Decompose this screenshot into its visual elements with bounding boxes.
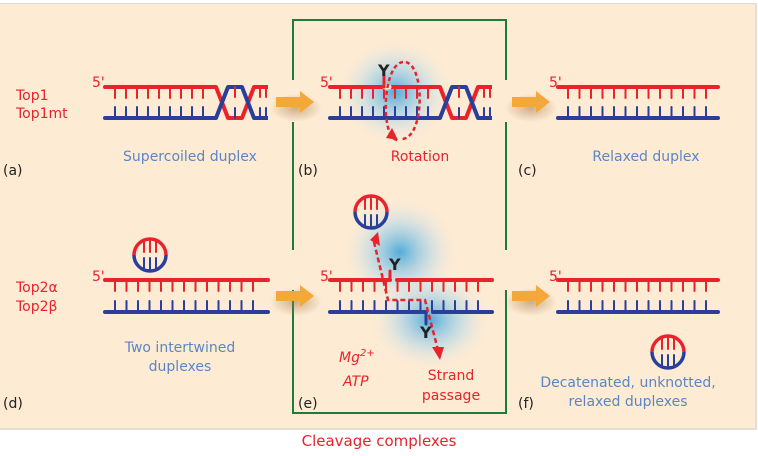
caption-f-line2: relaxed duplexes bbox=[569, 394, 688, 410]
caption-d-line1: Two intertwined bbox=[124, 340, 236, 356]
panel-letter-d: (d) bbox=[3, 396, 23, 412]
arrow-e-to-f bbox=[505, 285, 557, 316]
cofactor-atp: ATP bbox=[342, 374, 369, 390]
caption-a: Supercoiled duplex bbox=[123, 149, 257, 165]
arrow-a-to-b bbox=[270, 91, 322, 122]
panel-letter-a: (a) bbox=[3, 163, 23, 179]
caption-e-line2: passage bbox=[422, 388, 480, 404]
five-prime-label-c: 5' bbox=[549, 75, 562, 91]
strand-passage-tail bbox=[370, 232, 380, 246]
strand-passage-arrowhead bbox=[432, 347, 444, 360]
panel-letter-b: (b) bbox=[298, 163, 318, 179]
caption-d-line2: duplexes bbox=[149, 359, 212, 375]
arrow-b-to-c bbox=[505, 91, 557, 122]
five-prime-label-d: 5' bbox=[92, 269, 105, 285]
tyrosine-label-e-top: Y bbox=[388, 255, 401, 274]
tyrosine-label-b: Y bbox=[377, 61, 390, 80]
five-prime-label-b: 5' bbox=[320, 75, 333, 91]
enzyme-blob-e-lower bbox=[372, 272, 488, 368]
five-prime-label-e: 5' bbox=[320, 269, 333, 285]
five-prime-label-a: 5' bbox=[92, 75, 105, 91]
caption-e-line1: Strand bbox=[428, 368, 474, 384]
rotation-arrowhead bbox=[386, 128, 398, 140]
enzyme-label-top1: Top1 bbox=[15, 88, 49, 104]
five-prime-label-f: 5' bbox=[549, 269, 562, 285]
rotation-arrow bbox=[384, 60, 421, 142]
cofactor-mg: Mg2+ bbox=[339, 348, 375, 366]
figure-caption: Cleavage complexes bbox=[301, 432, 457, 450]
tyrosine-label-e-bottom: Y bbox=[419, 323, 432, 342]
cleavage-complex-frame bbox=[292, 19, 507, 414]
panel-letter-e: (e) bbox=[298, 396, 318, 412]
caption-f-line1: Decatenated, unknotted, bbox=[540, 375, 715, 391]
panel-letter-f: (f) bbox=[518, 396, 534, 412]
arrow-d-to-e bbox=[270, 285, 322, 316]
panel-letter-c: (c) bbox=[518, 163, 537, 179]
enzyme-label-top1mt: Top1mt bbox=[15, 106, 68, 122]
enzyme-label-top2a: Top2α bbox=[15, 280, 58, 296]
enzyme-label-top2b: Top2β bbox=[15, 299, 57, 315]
caption-b: Rotation bbox=[391, 149, 450, 165]
strand-passage-arrow bbox=[372, 241, 440, 351]
caption-c: Relaxed duplex bbox=[592, 149, 699, 165]
